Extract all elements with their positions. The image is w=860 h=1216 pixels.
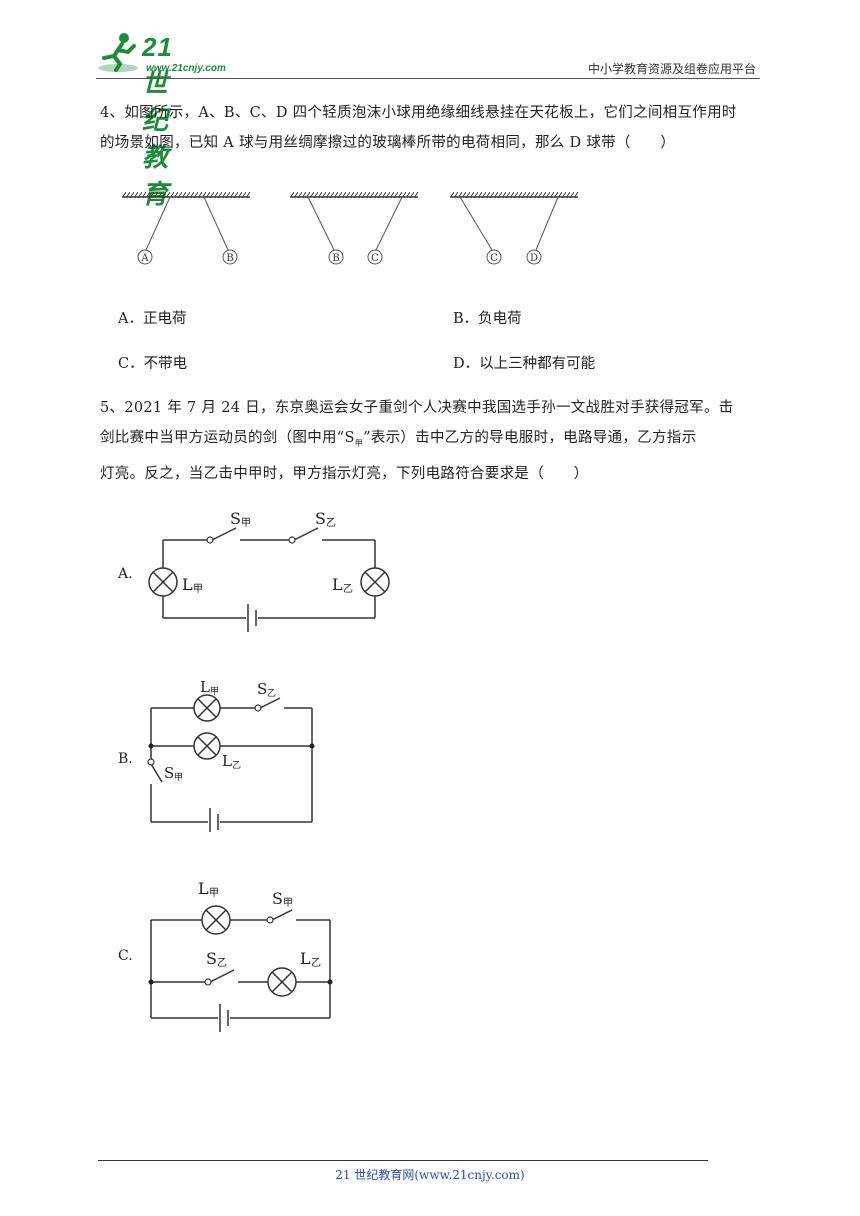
svg-text:L: L xyxy=(182,575,193,594)
header-divider xyxy=(96,78,760,79)
svg-text:乙: 乙 xyxy=(232,760,241,771)
circuit-c-label[interactable]: C. xyxy=(118,948,133,964)
platform-title: 中小学教育资源及组卷应用平台 xyxy=(587,62,756,76)
svg-text:甲: 甲 xyxy=(209,888,219,899)
question-5-line-1: 5、2021 年 7 月 24 日，东京奥运会女子重剑个人决赛中我国选手孙一文战… xyxy=(100,400,734,416)
svg-text:乙: 乙 xyxy=(217,957,227,969)
question-4-line-1: 4、如图所示，A、B、C、D 四个轻质泡沫小球用绝缘细线悬挂在天花板上，它们之间… xyxy=(100,105,737,121)
svg-text:乙: 乙 xyxy=(311,957,321,969)
logo-url: www.21cnjy.com xyxy=(146,63,226,74)
ball-d xyxy=(526,249,542,265)
svg-text:甲: 甲 xyxy=(210,686,219,697)
question-4-text: 4、如图所示，A、B、C、D 四个轻质泡沫小球用绝缘细线悬挂在天花板上，它们之间… xyxy=(100,98,760,158)
ball-c2-label: C xyxy=(490,253,498,264)
svg-text:S: S xyxy=(272,889,283,908)
svg-text:L: L xyxy=(332,575,343,594)
ball-c xyxy=(367,249,383,265)
question-5-text: 5、2021 年 7 月 24 日，东京奥运会女子重剑个人决赛中我国选手孙一文战… xyxy=(100,393,760,489)
ceiling-3 xyxy=(450,192,578,197)
ball-b-label: B xyxy=(226,253,233,264)
svg-text:甲: 甲 xyxy=(283,898,293,909)
footer-divider xyxy=(98,1160,708,1161)
svg-text:S: S xyxy=(206,949,217,968)
svg-text:乙: 乙 xyxy=(267,688,276,699)
circuit-b: L 甲 S 乙 L 乙 S 甲 xyxy=(147,678,315,832)
footer-text: 21 世纪教育网(www.21cnjy.com) xyxy=(335,1168,525,1182)
option-c[interactable]: C．不带电 xyxy=(118,356,188,372)
ball-a xyxy=(137,249,153,265)
svg-text:甲: 甲 xyxy=(193,584,203,595)
pith-balls-figure: A B B C C D xyxy=(122,192,578,265)
runner-logo-icon xyxy=(98,33,138,72)
svg-text:乙: 乙 xyxy=(343,583,353,595)
svg-text:L: L xyxy=(222,752,232,770)
ball-c2 xyxy=(486,249,502,265)
option-a[interactable]: A．正电荷 xyxy=(118,311,187,327)
ball-b2-label: B xyxy=(332,253,339,264)
ball-a-label: A xyxy=(140,253,149,264)
svg-text:S: S xyxy=(230,509,241,528)
svg-text:甲: 甲 xyxy=(241,518,251,529)
ceiling-1 xyxy=(122,192,250,197)
svg-text:S: S xyxy=(315,509,326,528)
svg-text:S: S xyxy=(164,764,174,782)
ball-b2 xyxy=(328,249,344,265)
circuit-a-label[interactable]: A. xyxy=(118,566,133,582)
svg-text:L: L xyxy=(198,879,209,898)
circuit-a: S 甲 S 乙 L 甲 L 乙 xyxy=(148,509,390,632)
option-b[interactable]: B．负电荷 xyxy=(453,311,522,327)
svg-text:S: S xyxy=(257,680,267,698)
svg-text:甲: 甲 xyxy=(174,772,183,783)
svg-text:L: L xyxy=(200,678,210,696)
ceiling-2 xyxy=(290,192,418,197)
ball-b xyxy=(222,249,238,265)
svg-text:L: L xyxy=(300,949,311,968)
ball-d-label: D xyxy=(530,253,538,264)
svg-text:乙: 乙 xyxy=(326,517,336,529)
question-5-line-2: 剑比赛中当甲方运动员的剑（图中用“S甲”表示）击中乙方的导电服时，电路导通，乙方… xyxy=(100,430,697,448)
question-5-line-3: 灯亮。反之，当乙击中甲时，甲方指示灯亮，下列电路符合要求是（ ） xyxy=(100,465,589,482)
option-d[interactable]: D．以上三种都有可能 xyxy=(453,356,596,372)
circuit-c: L 甲 S 甲 S 乙 L 乙 xyxy=(148,879,333,1032)
ball-c-label: C xyxy=(371,253,379,264)
circuit-b-label[interactable]: B. xyxy=(118,751,133,767)
question-4-line-2: 的场景如图，已知 A 球与用丝绸摩擦过的玻璃棒所带的电荷相同，那么 D 球带（ … xyxy=(100,135,676,151)
